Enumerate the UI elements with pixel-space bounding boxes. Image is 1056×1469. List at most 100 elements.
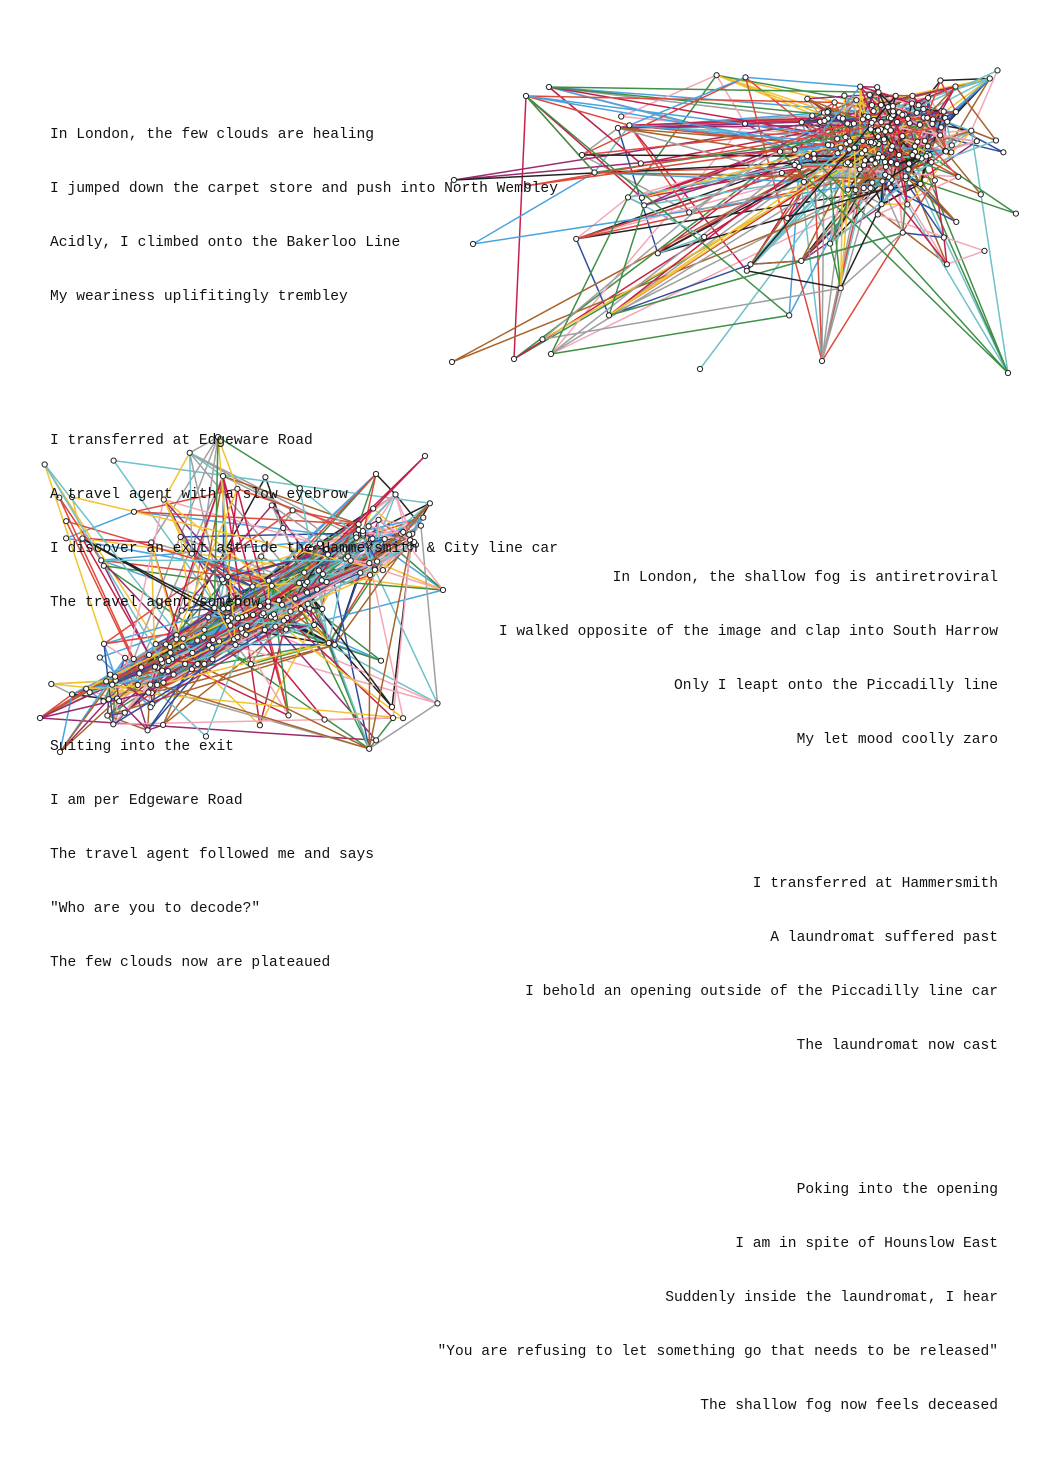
station-node-icon (366, 572, 374, 579)
station-node-icon (450, 176, 458, 184)
poem-line: I transferred at Edgeware Road (50, 433, 313, 449)
station-node-icon (355, 521, 362, 528)
station-node-icon (866, 91, 873, 98)
poem-line: I discover an exit astride the Hammersmi… (50, 541, 558, 557)
transit-line-network-art (36, 67, 1020, 756)
station-node-icon (147, 681, 154, 688)
station-node-icon (249, 583, 256, 590)
station-node-icon (899, 133, 906, 140)
station-node-icon (262, 474, 269, 481)
station-node-icon (917, 180, 924, 187)
station-node-icon (986, 75, 993, 82)
station-node-icon (238, 625, 245, 632)
station-node-icon (182, 660, 189, 668)
station-node-icon (1004, 369, 1012, 377)
station-node-icon (846, 138, 854, 145)
poem-line: A travel agent with a slow eyebrow (50, 487, 348, 503)
station-node-icon (904, 201, 911, 208)
station-node-icon (100, 640, 108, 648)
station-node-icon (342, 546, 349, 553)
station-node-icon (881, 158, 889, 166)
station-node-icon (859, 116, 867, 123)
station-node-icon (301, 569, 308, 576)
station-node-icon (742, 74, 749, 81)
station-node-icon (834, 150, 841, 157)
station-node-icon (79, 535, 86, 542)
station-node-icon (130, 655, 137, 663)
station-node-icon (844, 159, 851, 166)
station-node-icon (353, 534, 360, 541)
station-node-icon (882, 128, 889, 135)
station-node-icon (818, 357, 826, 365)
station-node-icon (219, 576, 226, 583)
station-node-icon (268, 502, 275, 509)
station-node-icon (882, 171, 889, 178)
station-node-icon (994, 67, 1001, 74)
poem-line: "You are refusing to let something go th… (437, 1344, 999, 1360)
network-graph-bottom-left (36, 433, 447, 756)
station-node-icon (654, 250, 661, 257)
station-node-icon (614, 124, 622, 132)
poem-line: The laundromat now cast (796, 1038, 998, 1054)
poem-bottom-stanza-1: In London, the shallow fog is antiretrov… (438, 533, 998, 785)
station-node-icon (314, 586, 321, 593)
station-node-icon (862, 157, 869, 164)
station-node-icon (894, 161, 901, 168)
station-node-icon (357, 569, 364, 576)
station-node-icon (211, 604, 218, 612)
station-node-icon (821, 117, 828, 125)
station-node-icon (105, 696, 112, 703)
station-node-icon (369, 535, 376, 542)
station-node-icon (846, 146, 853, 153)
poem-bottom-stanza-3: Poking into the opening I am in spite of… (438, 1145, 999, 1451)
station-node-icon (865, 113, 872, 121)
station-node-icon (304, 578, 311, 586)
station-node-icon (311, 621, 318, 629)
station-node-icon (573, 235, 580, 242)
station-node-icon (875, 89, 882, 96)
station-node-icon (296, 485, 303, 492)
station-node-icon (618, 113, 625, 120)
station-node-icon (304, 589, 311, 596)
station-node-icon (186, 449, 193, 456)
station-node-icon (925, 94, 932, 101)
station-node-icon (146, 651, 153, 659)
station-node-icon (304, 600, 311, 608)
station-node-icon (841, 92, 848, 99)
station-node-icon (798, 257, 805, 264)
station-node-icon (948, 142, 955, 149)
station-node-icon (400, 715, 407, 722)
station-node-icon (116, 698, 123, 705)
station-node-icon (370, 505, 377, 512)
station-node-icon (375, 516, 382, 524)
poem-line: The travel agent somehow (50, 595, 261, 611)
station-node-icon (421, 452, 429, 460)
station-node-icon (179, 643, 186, 650)
station-node-icon (154, 681, 161, 689)
poem-line: I am per Edgeware Road (50, 793, 243, 809)
station-node-icon (747, 261, 754, 268)
station-node-icon (83, 685, 90, 692)
station-node-icon (973, 138, 980, 145)
station-node-icon (289, 507, 296, 514)
station-node-icon (219, 473, 227, 480)
station-node-icon (510, 355, 518, 363)
station-node-icon (96, 654, 103, 661)
station-node-icon (890, 108, 897, 115)
station-node-icon (234, 615, 241, 622)
station-node-icon (160, 496, 167, 503)
station-node-icon (256, 722, 263, 729)
station-node-icon (778, 169, 785, 177)
station-node-icon (366, 745, 373, 752)
station-node-icon (202, 733, 210, 740)
station-node-icon (373, 737, 380, 744)
station-node-icon (626, 122, 633, 129)
station-node-icon (578, 151, 586, 159)
station-node-icon (909, 152, 916, 159)
station-node-icon (232, 641, 239, 649)
station-node-icon (868, 156, 875, 163)
station-node-icon (377, 657, 385, 664)
station-node-icon (908, 100, 916, 107)
station-node-icon (701, 233, 708, 241)
station-node-icon (928, 159, 935, 166)
